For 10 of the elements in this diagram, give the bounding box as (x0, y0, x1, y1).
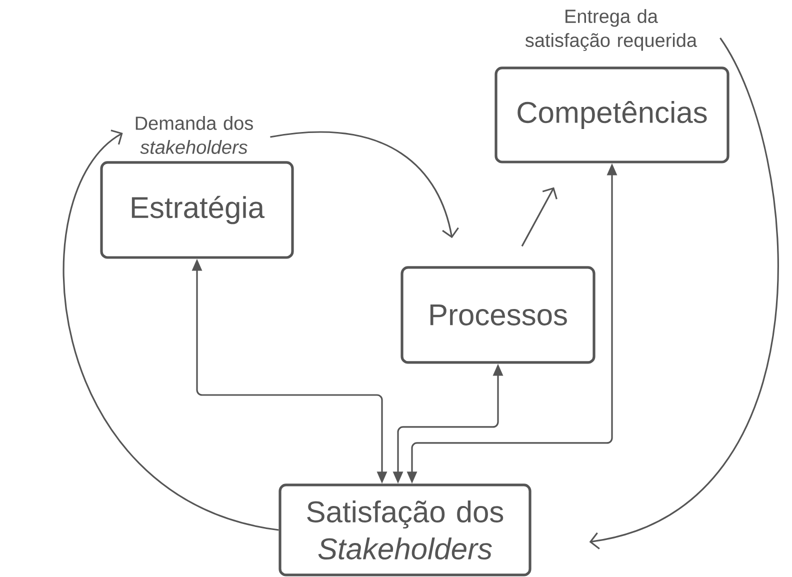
annotation-text: Entrega da satisfação requerida (525, 9, 698, 51)
curved-arrow (63, 130, 279, 531)
arrow (521, 187, 558, 247)
process-box: Processos (400, 266, 596, 364)
process-box: Estratégia (100, 161, 294, 259)
curved-arrow (589, 38, 779, 550)
curved-arrow (270, 131, 459, 238)
annotation-text: Demanda dos stakeholders (136, 116, 253, 154)
process-box: Competências (494, 66, 730, 164)
process-box: Satisfação dos Stakeholders (278, 484, 532, 576)
